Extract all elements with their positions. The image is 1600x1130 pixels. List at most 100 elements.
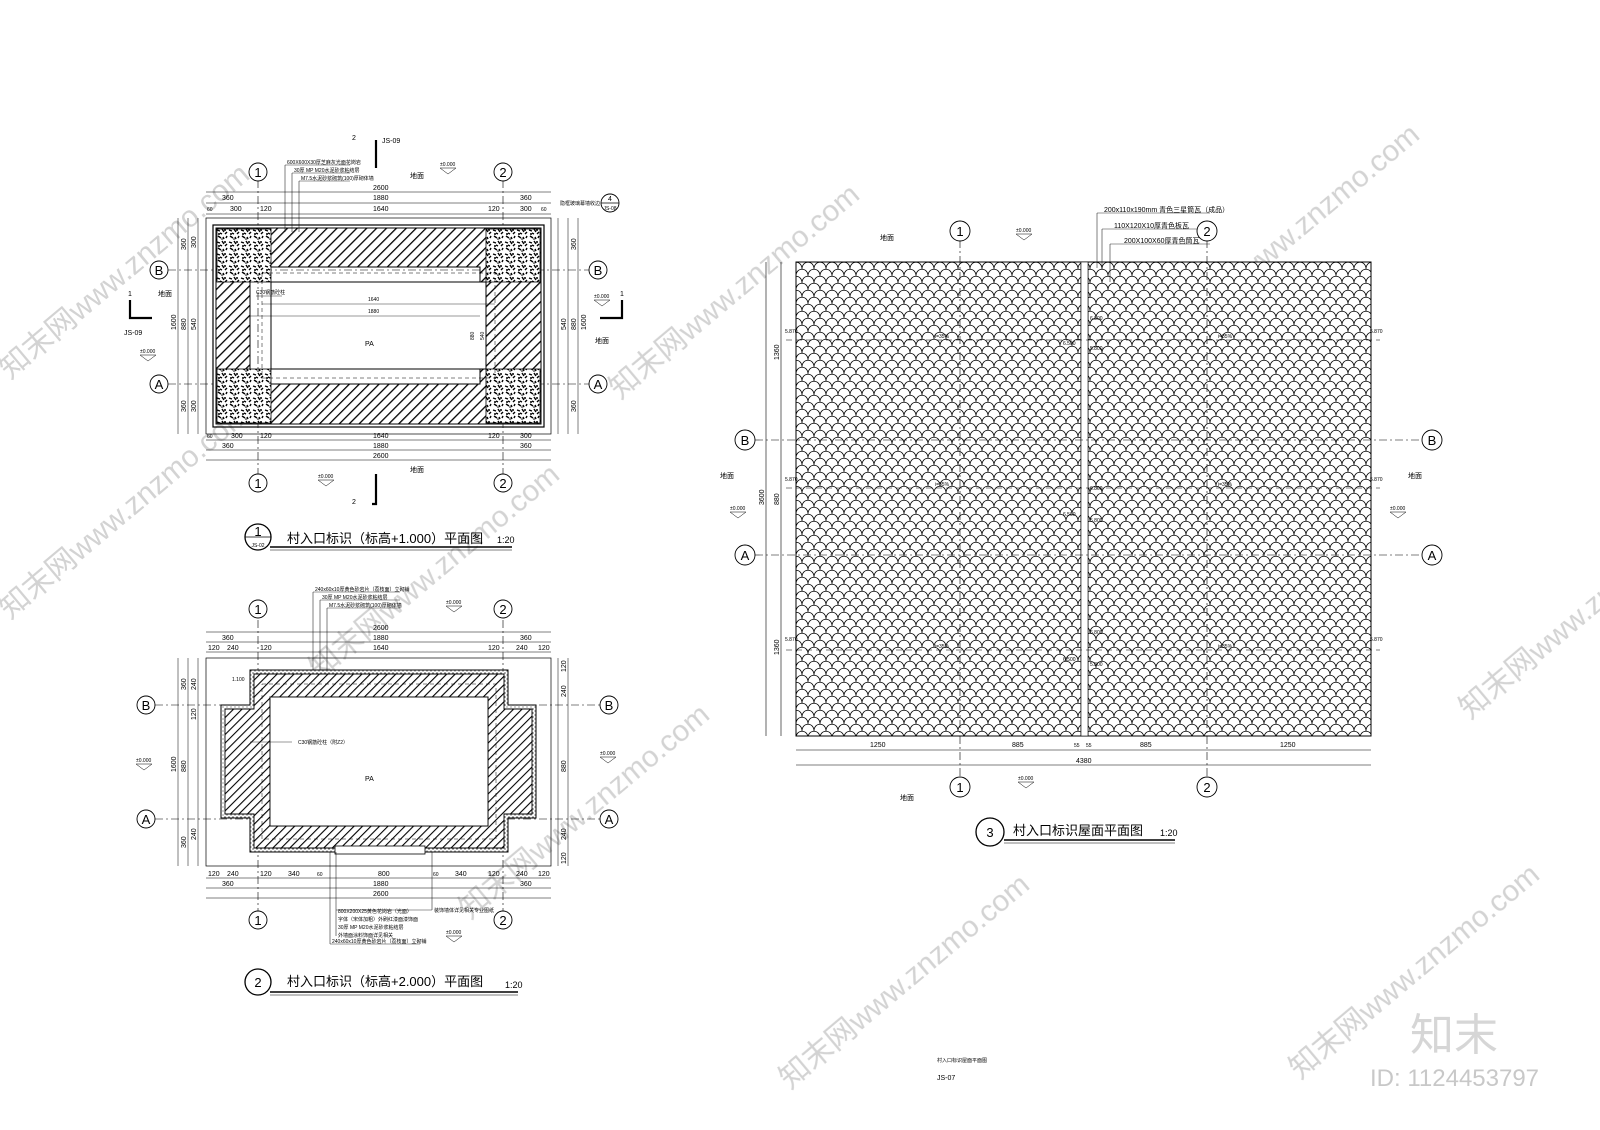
dim-text: 240 [561, 685, 568, 697]
dim-text: 360 [222, 881, 234, 888]
axis-bubble: B [588, 260, 608, 280]
note-text: 30厚 MP M20水泥砂浆粘结层 [338, 924, 403, 931]
axis-bubble: 1 [248, 473, 268, 493]
image-id-watermark: ID: 1124453797 [1370, 1065, 1539, 1092]
ground-label: 地面 [158, 289, 172, 298]
dim-text: 360 [520, 635, 532, 642]
annotation-notes: 240x60x10厚黄色砂岩片（荔枝面）立砌铺 30厚 MP M20水泥砂浆粘结… [250, 586, 494, 945]
plan-level-2000: PA 1.100 2600 1880 1640 360 360 240 240 … [135, 586, 619, 996]
dim-text: 880 [774, 493, 781, 505]
dim-text: 1360 [774, 344, 781, 360]
svg-text:2: 2 [499, 602, 506, 617]
svg-text:5.800: 5.800 [1090, 662, 1103, 668]
dim-text: 1880 [373, 881, 389, 888]
drawing-scale: 1:20 [1160, 828, 1178, 838]
axis-bubble: 2 [493, 162, 513, 182]
note-text: 110X120X10厚青色板瓦 [1114, 221, 1189, 230]
dim-text: 360 [222, 635, 234, 642]
note-text: 800X200X25黄色花岗岩（光面） [338, 908, 412, 915]
level-mark: ±0.000 [135, 758, 153, 771]
dim-text: 60 [207, 207, 213, 213]
ground-label: 地面 [595, 336, 609, 345]
dim-text: 1640 [373, 645, 389, 652]
svg-text:1: 1 [254, 913, 261, 928]
ground-label: 地面 [880, 233, 894, 242]
note-text: 600X600X30厚芝麻灰光面花岗岩 [287, 159, 361, 166]
dim-text: 1600 [581, 314, 588, 330]
dim-text: 120 [561, 852, 568, 864]
svg-text:5.800: 5.800 [1090, 518, 1103, 524]
svg-text:A: A [605, 812, 614, 827]
svg-text:A: A [741, 548, 750, 563]
svg-text:5.870: 5.870 [1370, 329, 1383, 335]
note-text: 200X100X60厚青色筒瓦 [1124, 236, 1199, 245]
svg-text:1: 1 [956, 780, 963, 795]
svg-text:2: 2 [352, 499, 356, 506]
annotation-notes: 200x110x190mm 青色三星筒瓦（成品） 110X120X10厚青色板瓦… [1096, 205, 1229, 282]
dim-text: 120 [561, 660, 568, 672]
dim-text: 120 [260, 645, 272, 652]
dim-text: 360 [181, 238, 188, 250]
svg-text:i=35%: i=35% [1218, 644, 1233, 650]
dim-text: 2600 [373, 453, 389, 460]
detail-marker: 4 JS-08 [600, 193, 620, 213]
dim-text: 60 [541, 207, 547, 213]
axis-bubble: 1 [248, 599, 268, 619]
sheet-label: 村入口标识屋面平面图 [937, 1057, 987, 1064]
svg-text:6.500: 6.500 [1063, 512, 1076, 518]
dim-text: 1880 [373, 443, 389, 450]
dim-text: 1600 [171, 314, 178, 330]
svg-text:i=35%: i=35% [935, 482, 950, 488]
svg-text:A: A [1428, 548, 1437, 563]
svg-text:5.870: 5.870 [785, 477, 798, 483]
drawing-title: 2 村入口标识（标高+2.000）平面图 1:20 [244, 968, 523, 996]
axis-bubble: A [149, 374, 169, 394]
dim-text: 3600 [759, 489, 766, 505]
dim-text: 300 [520, 206, 532, 213]
axis-bubble: 1 [248, 910, 268, 930]
ground-label: 地面 [720, 471, 734, 480]
svg-text:1: 1 [956, 224, 963, 239]
dim-text: 240 [516, 871, 528, 878]
note-text: 隐框玻璃幕墙收边 [560, 200, 600, 207]
svg-text:6.800: 6.800 [1090, 630, 1103, 636]
dim-text: 880 [181, 760, 188, 772]
note-text: M7.5水泥砂浆砌筑(100)厚砌体墙 [329, 602, 402, 609]
svg-text:B: B [741, 433, 750, 448]
ground-label: 地面 [410, 465, 424, 474]
dim-text: 120 [488, 206, 500, 213]
svg-text:1: 1 [254, 476, 261, 491]
svg-text:2: 2 [1203, 780, 1210, 795]
dim-text: 2600 [373, 185, 389, 192]
axis-bubble: 1 [949, 776, 971, 798]
svg-text:2: 2 [499, 165, 506, 180]
svg-text:JS-08: JS-08 [603, 206, 616, 212]
dim-text: 240 [191, 828, 198, 840]
dim-text: 120 [260, 206, 272, 213]
room-label: PA [365, 341, 374, 348]
axis-bubble: B [1421, 429, 1443, 451]
drawing-title: 3 村入口标识屋面平面图 1:20 [975, 817, 1178, 847]
note-text: 装饰墙体详见相关专业图纸 [434, 907, 494, 914]
svg-text:JS-02: JS-02 [251, 543, 264, 549]
dim-text: 1640 [373, 433, 389, 440]
svg-text:JS-09: JS-09 [382, 138, 400, 145]
svg-text:2: 2 [352, 135, 356, 142]
svg-text:±0.000: ±0.000 [318, 474, 333, 480]
svg-text:5.800: 5.800 [1090, 346, 1103, 352]
svg-text:3: 3 [986, 825, 993, 840]
svg-text:1: 1 [254, 602, 261, 617]
dim-text: 120 [488, 433, 500, 440]
level-mark: ±0.000 [1015, 228, 1033, 241]
drawing-scale: 1:20 [505, 980, 523, 990]
section-mark-left: 1 JS-09 1 [124, 291, 624, 337]
dim-text: 240 [561, 828, 568, 840]
roof-plan: i=35% i=35% i=35% i=35% i=35% i=35% 5.87… [720, 205, 1443, 847]
dim-text: 240 [191, 678, 198, 690]
svg-text:±0.000: ±0.000 [600, 751, 615, 757]
sheet-number: JS-07 [937, 1075, 955, 1082]
level-mark: ±0.000 [599, 751, 617, 764]
svg-text:±0.000: ±0.000 [594, 294, 609, 300]
ground-label: 地面 [410, 171, 424, 180]
